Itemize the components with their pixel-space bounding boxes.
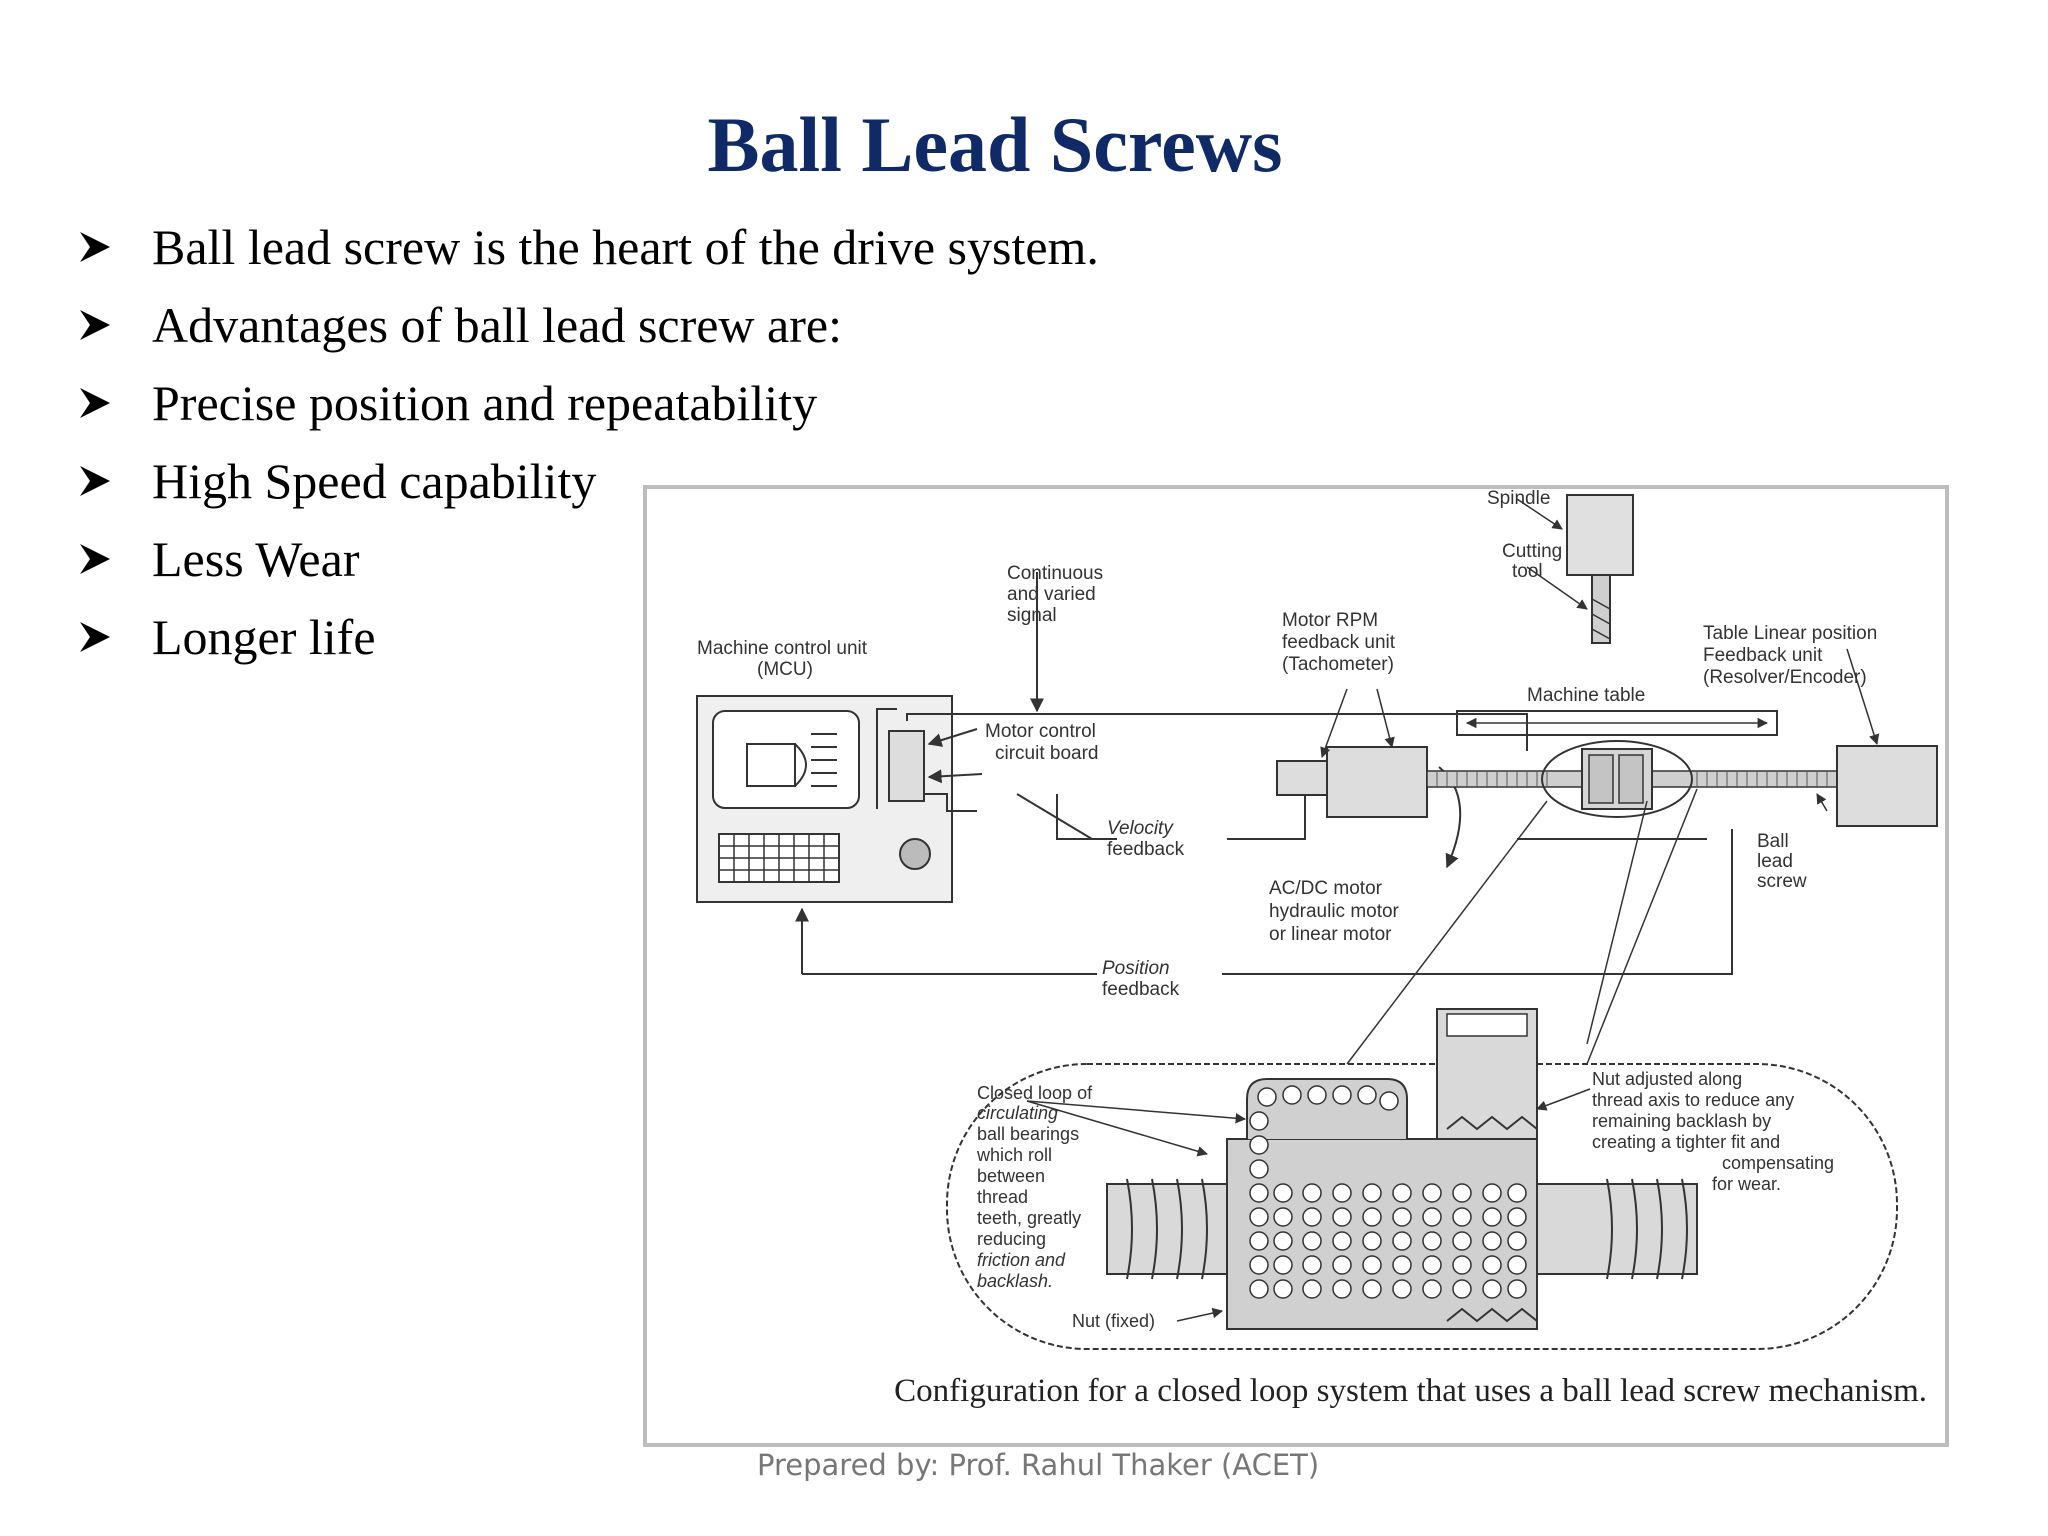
closed-loop-diagram: Spindle Cutting tool Continuous and vari…	[643, 485, 1949, 1447]
bullet-text: Longer life	[152, 609, 376, 665]
ball-screw-shaft	[1426, 648, 1938, 827]
spindle	[1516, 494, 1634, 644]
motor-label: hydraulic motor	[1269, 901, 1400, 922]
diagram-drawing: Spindle Cutting tool Continuous and vari…	[696, 489, 1938, 1350]
motor-label: or linear motor	[1269, 924, 1392, 945]
velocity-label: feedback	[1107, 839, 1185, 860]
loop-label: teeth, greatly	[977, 1208, 1081, 1228]
ball-nut-detail	[946, 1008, 1898, 1350]
loop-label: ball bearings	[977, 1124, 1079, 1144]
nut-adjusted-label: Nut adjusted along	[1592, 1069, 1742, 1089]
bullet-text: Less Wear	[152, 531, 360, 587]
arrowhead-bullet-icon	[78, 464, 152, 498]
ball-screw-label: lead	[1757, 851, 1793, 872]
rpm-label: Motor RPM	[1282, 610, 1378, 631]
mcu-label: (MCU)	[757, 659, 813, 680]
signal-label: Continuous	[1007, 563, 1103, 584]
nut-adjusted-label: remaining backlash by	[1592, 1111, 1771, 1131]
slide-footer: Prepared by: Prof. Rahul Thaker (ACET)	[757, 1448, 1320, 1482]
table-position-label: Table Linear position	[1703, 623, 1877, 644]
nut-adjusted-label: thread axis to reduce any	[1592, 1090, 1794, 1110]
rpm-label: (Tachometer)	[1282, 654, 1394, 675]
loop-label: backlash.	[977, 1271, 1053, 1291]
bullet-text: Ball lead screw is the heart of the driv…	[152, 219, 1099, 275]
nut-adjusted-label: creating a tighter fit and	[1592, 1132, 1780, 1152]
ball-screw-label: screw	[1757, 871, 1807, 892]
signal-label: and varied	[1007, 584, 1096, 605]
position-label: Position	[1102, 958, 1170, 979]
ball-screw-label: Ball	[1757, 831, 1789, 852]
machine-table-label: Machine table	[1527, 685, 1645, 706]
cutting-tool-label: tool	[1512, 561, 1543, 582]
machine-table	[1456, 710, 1778, 736]
bullet-text: High Speed capability	[152, 453, 597, 509]
motor-control-label: circuit board	[995, 743, 1099, 764]
loop-label: Closed loop of	[977, 1083, 1093, 1103]
bullet-text: Precise position and repeatability	[152, 375, 818, 431]
motor-control-label: Motor control	[985, 721, 1096, 742]
bullet-item: Longer life	[78, 598, 1099, 676]
bullet-item: Precise position and repeatability	[78, 364, 1099, 442]
bullet-item: High Speed capability	[78, 442, 1099, 520]
mcu-label: Machine control unit	[697, 638, 868, 659]
position-label: feedback	[1102, 979, 1180, 1000]
arrowhead-bullet-icon	[78, 308, 152, 342]
loop-label: between	[977, 1166, 1045, 1186]
nut-adjusted-label: compensating	[1722, 1153, 1834, 1173]
arrowhead-bullet-icon	[78, 230, 152, 264]
arrowhead-bullet-icon	[78, 620, 152, 654]
loop-label: reducing	[977, 1229, 1046, 1249]
motor-label: AC/DC motor	[1269, 878, 1383, 899]
bullet-item: Less Wear	[78, 520, 1099, 598]
velocity-label: Velocity	[1107, 818, 1174, 839]
bullet-list: Ball lead screw is the heart of the driv…	[78, 208, 1099, 676]
nut-fixed-label: Nut (fixed)	[1072, 1311, 1155, 1331]
bullet-item: Advantages of ball lead screw are:	[78, 286, 1099, 364]
table-position-label: (Resolver/Encoder)	[1703, 667, 1867, 688]
nut-adjusted-label: for wear.	[1712, 1174, 1781, 1194]
spindle-label: Spindle	[1487, 489, 1550, 509]
arrowhead-bullet-icon	[78, 542, 152, 576]
loop-label: friction and	[977, 1250, 1066, 1270]
signal-label: signal	[1007, 605, 1057, 626]
mcu-unit	[696, 695, 953, 903]
figure-caption: Configuration for a closed loop system t…	[894, 1373, 1927, 1409]
bullet-text: Advantages of ball lead screw are:	[152, 297, 842, 353]
loop-label: circulating	[977, 1103, 1058, 1123]
slide-title: Ball Lead Screws	[707, 101, 1283, 188]
cutting-tool-label: Cutting	[1502, 541, 1562, 562]
motor-assembly	[1276, 688, 1462, 869]
bullet-item: Ball lead screw is the heart of the driv…	[78, 208, 1099, 286]
arrowhead-bullet-icon	[78, 386, 152, 420]
loop-label: which roll	[976, 1145, 1052, 1165]
table-position-label: Feedback unit	[1703, 645, 1823, 666]
rpm-label: feedback unit	[1282, 632, 1396, 653]
loop-label: thread	[977, 1187, 1028, 1207]
